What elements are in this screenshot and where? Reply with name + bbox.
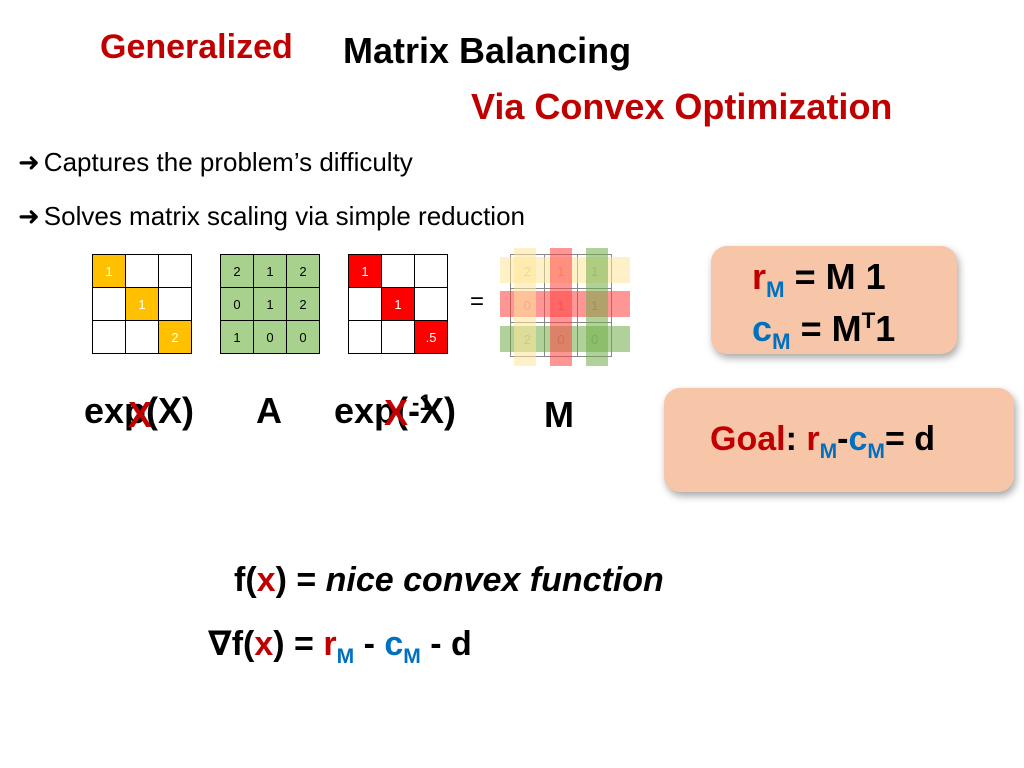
label-a: A xyxy=(256,390,282,431)
bullet-text: Solves matrix scaling via simple reducti… xyxy=(43,201,525,231)
subscript-m: M xyxy=(766,277,785,303)
arrow-icon: ➜ xyxy=(18,201,40,231)
column-band-green xyxy=(586,248,608,366)
matrix-cell xyxy=(381,320,415,354)
subscript-m: M xyxy=(772,329,791,355)
matrix-cell: 1 xyxy=(125,287,159,321)
subscript-m: M xyxy=(403,644,421,668)
matrix-cell: 0 xyxy=(220,287,254,321)
matrix-exp-neg-x: 1 1 .5 xyxy=(348,254,448,354)
minus-sign: - xyxy=(837,420,849,458)
equals-sign: = xyxy=(470,288,485,315)
gradient-open: ∇f( xyxy=(208,625,255,663)
colon: : xyxy=(785,420,807,458)
label-m: M xyxy=(544,394,574,435)
matrix-cell xyxy=(348,287,382,321)
function-definition: f(x) = nice convex function xyxy=(234,561,664,600)
x-variable: x xyxy=(254,625,274,663)
equation-rhs: 1 xyxy=(875,308,896,349)
matrix-cell: .5 xyxy=(414,320,448,354)
matrix-cell: 2 xyxy=(286,287,320,321)
matrix-cell: 1 xyxy=(348,254,382,288)
matrix-cell: 1 xyxy=(253,254,287,288)
subscript-m: M xyxy=(819,439,838,463)
matrix-cell: 1 xyxy=(92,254,126,288)
c-symbol: c xyxy=(752,308,773,349)
matrix-cell xyxy=(414,287,448,321)
x-variable: x xyxy=(256,561,276,599)
label-exp-x: exp(X) xyxy=(84,390,195,431)
r-symbol: r xyxy=(752,256,767,297)
arrow-icon: ➜ xyxy=(18,147,40,177)
x-overlay: X xyxy=(128,394,153,435)
matrix-m: 211 011 200 xyxy=(500,248,630,366)
matrix-cell: 1 xyxy=(220,320,254,354)
row-sum-equation: rM = M 1 xyxy=(752,256,886,301)
minus-sign: - xyxy=(354,625,385,663)
matrix-cell xyxy=(125,254,159,288)
equation-rhs: = M xyxy=(790,308,862,349)
f-close: ) = xyxy=(275,561,326,599)
gradient-equation: ∇f(x) = rM - cM - d xyxy=(208,624,472,667)
equation-rhs: = M 1 xyxy=(784,256,886,297)
c-symbol: c xyxy=(848,420,868,458)
matrix-cell: 1 xyxy=(253,287,287,321)
goal-box xyxy=(664,388,1014,492)
label-exp-neg-x: exp(-X) xyxy=(334,390,457,431)
minus-d: - d xyxy=(420,625,472,663)
column-band-red xyxy=(550,248,572,366)
c-symbol: c xyxy=(384,625,404,663)
gradient-close: ) = xyxy=(273,625,324,663)
f-open: f( xyxy=(234,561,257,599)
matrix-cell: 0 xyxy=(253,320,287,354)
matrix-cell xyxy=(158,254,192,288)
matrix-exp-x: 1 1 2 xyxy=(92,254,192,354)
superscript-t: T xyxy=(861,308,876,333)
bullet-text: Captures the problem’s difficulty xyxy=(43,147,413,177)
matrix-cell: 2 xyxy=(158,320,192,354)
matrix-cell xyxy=(414,254,448,288)
x-overlay: X xyxy=(384,392,409,433)
matrix-cell: 0 xyxy=(286,320,320,354)
r-symbol: r xyxy=(323,625,337,663)
matrix-cell xyxy=(381,254,415,288)
subscript-m: M xyxy=(867,439,885,463)
goal-rhs: = d xyxy=(884,420,936,458)
minus-one-label: -1 xyxy=(412,390,432,415)
r-symbol: r xyxy=(806,420,820,458)
subscript-m: M xyxy=(336,644,355,668)
matrix-cell: 2 xyxy=(220,254,254,288)
matrix-cell: 2 xyxy=(286,254,320,288)
matrix-cell xyxy=(158,287,192,321)
bullet-item: ➜Captures the problem’s difficulty xyxy=(18,147,413,178)
column-band-yellow xyxy=(514,248,536,366)
bullet-item: ➜Solves matrix scaling via simple reduct… xyxy=(18,201,525,232)
matrix-cell xyxy=(92,287,126,321)
matrix-cell xyxy=(92,320,126,354)
title-main: Matrix Balancing xyxy=(343,30,632,71)
row-column-sum-box xyxy=(711,246,957,354)
goal-equation: Goal: rM-cM= d xyxy=(710,420,936,462)
title-generalized: Generalized xyxy=(100,28,293,66)
function-description: nice convex function xyxy=(325,561,664,599)
goal-word: Goal xyxy=(710,420,786,458)
column-sum-equation: cM = MT1 xyxy=(752,308,896,353)
matrix-cell xyxy=(125,320,159,354)
matrix-cell xyxy=(348,320,382,354)
matrix-cell: 1 xyxy=(381,287,415,321)
subtitle: Via Convex Optimization xyxy=(471,86,893,127)
